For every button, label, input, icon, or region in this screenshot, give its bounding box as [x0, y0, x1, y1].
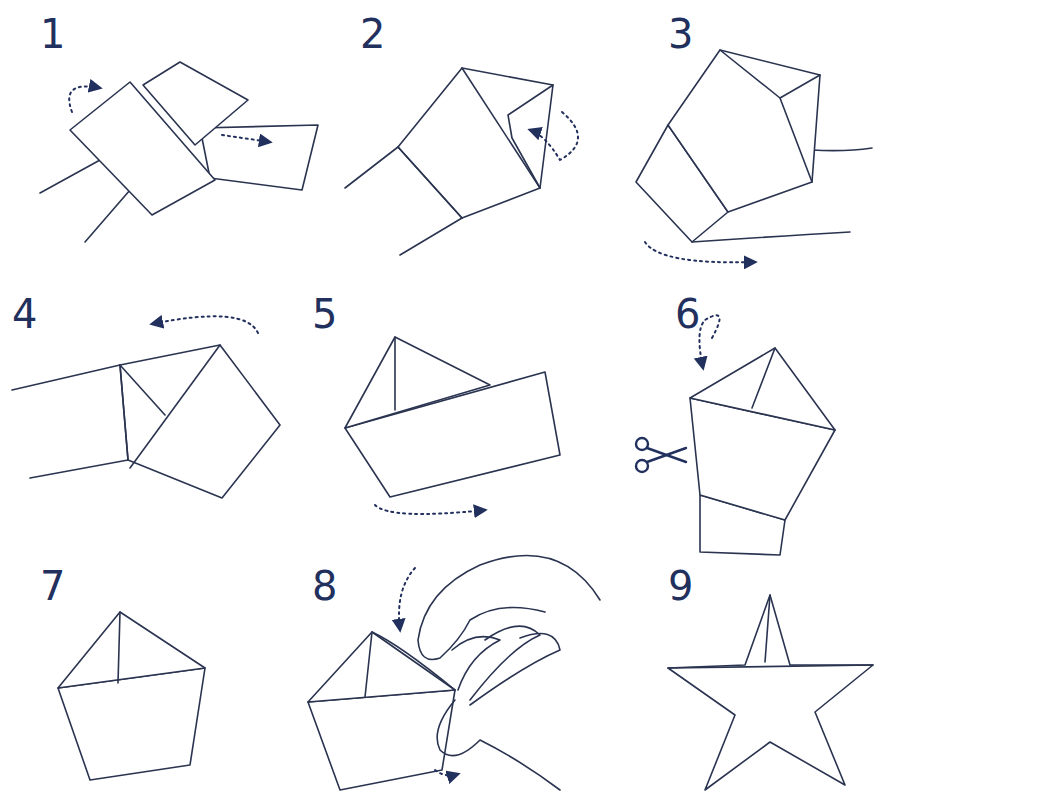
- step-4-figure: [12, 345, 280, 498]
- step-number: 6: [675, 294, 700, 334]
- step-number: 4: [12, 294, 37, 334]
- step-7-figure: [58, 612, 205, 780]
- fold-arrows: [69, 86, 755, 775]
- step-number: 3: [668, 14, 693, 54]
- step-number: 8: [312, 566, 337, 606]
- step-number: 2: [360, 14, 385, 54]
- step-2-figure: [345, 68, 553, 255]
- step-number: 1: [40, 14, 65, 54]
- step-8-figure: [308, 556, 600, 790]
- step-number: 7: [40, 566, 65, 606]
- step-number: 5: [312, 294, 337, 334]
- step-number: 9: [668, 566, 693, 606]
- step-6-figure: [690, 348, 835, 555]
- scissors-icon: [636, 438, 686, 472]
- step-3-figure: [636, 50, 872, 242]
- step-9-figure: [668, 595, 873, 790]
- step-1-figure: [40, 62, 318, 242]
- step-5-figure: [345, 337, 560, 497]
